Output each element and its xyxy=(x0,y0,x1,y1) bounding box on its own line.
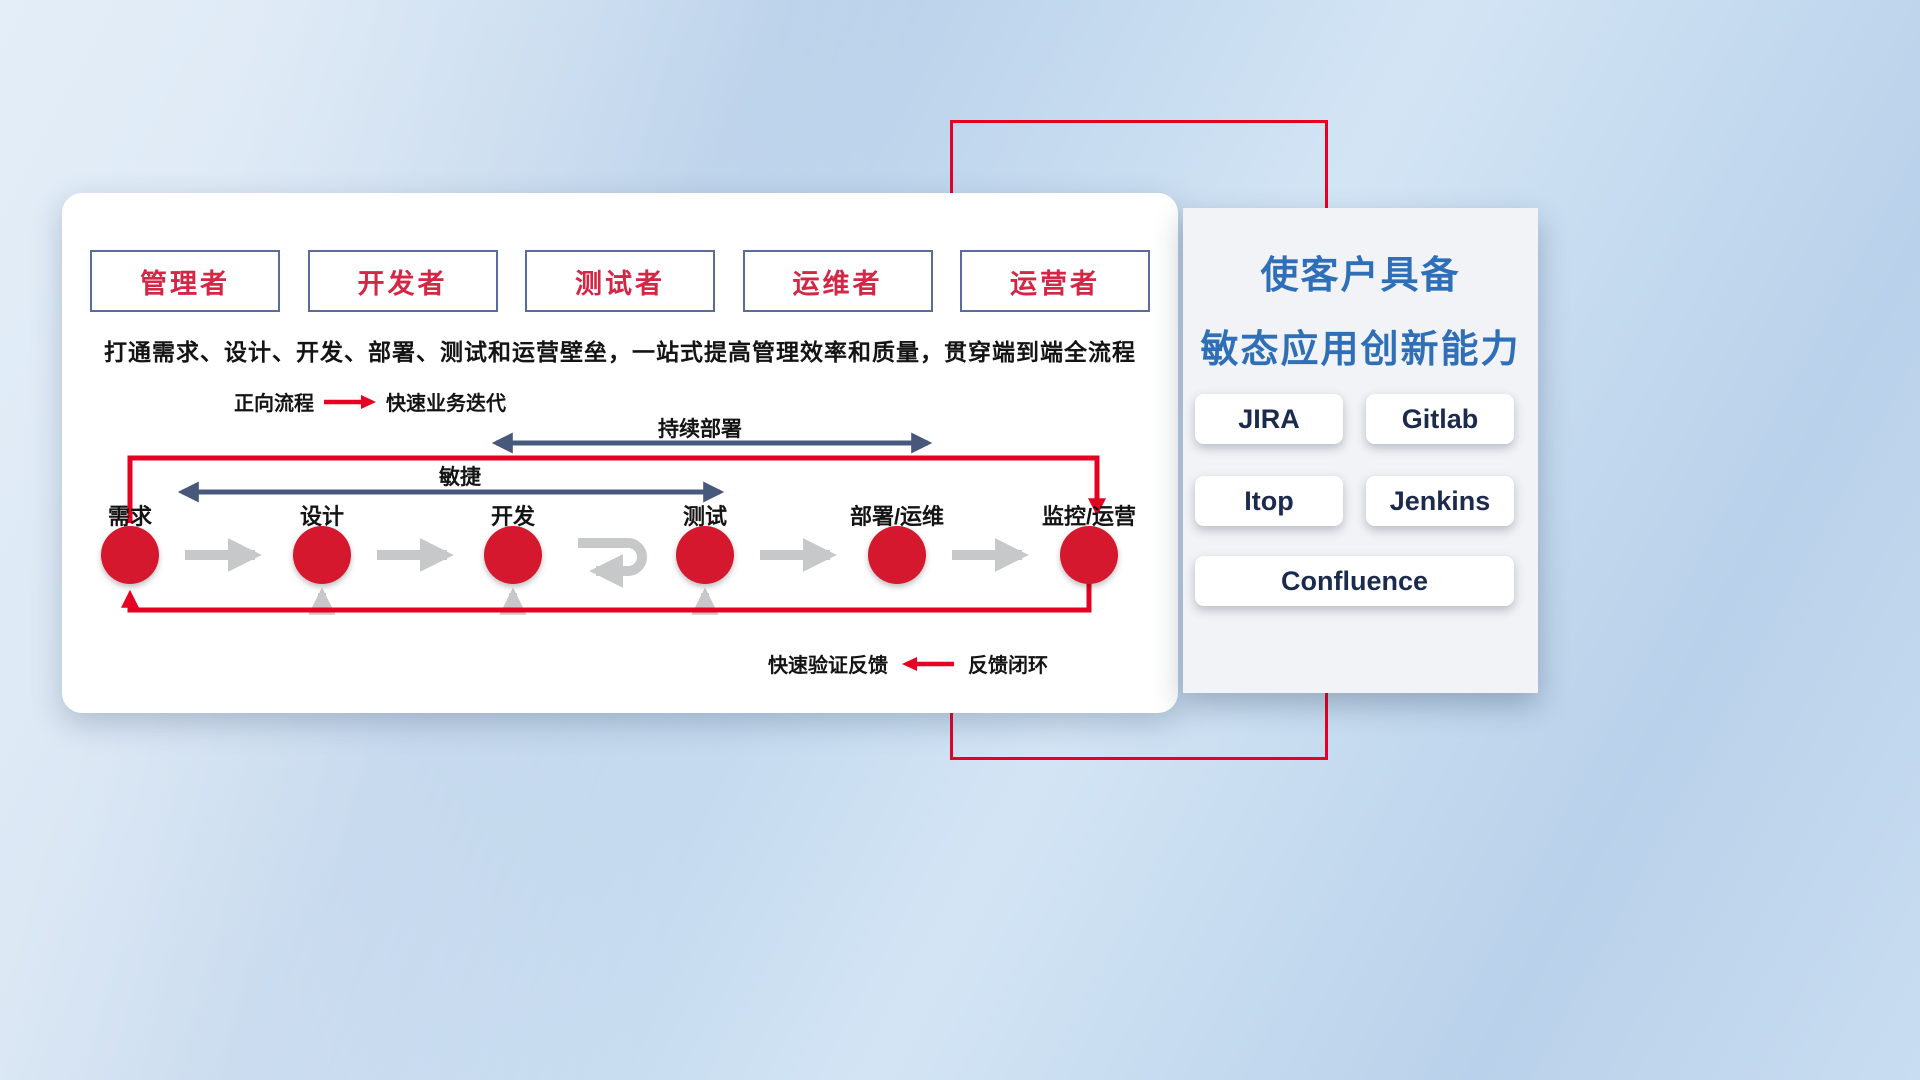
role-label-developer: 开发者 xyxy=(357,268,448,299)
iterate-loop-arrow-icon xyxy=(578,538,647,589)
stage-label-monitor-ops: 监控/运营 xyxy=(1041,504,1137,529)
capability-panel: 使客户具备 敏态应用创新能力 JIRA Gitlab Itop Jenkins … xyxy=(1183,208,1538,693)
tool-chip-gitlab: Gitlab xyxy=(1366,394,1514,444)
legend-forward-label: 正向流程 xyxy=(234,393,314,415)
red-loop-top xyxy=(127,455,1106,523)
agile-label: 敏捷 xyxy=(439,466,481,489)
tool-chip-jira: JIRA xyxy=(1195,394,1343,444)
stage-label-requirements: 需求 xyxy=(107,504,152,529)
flow-diagram xyxy=(101,432,1118,615)
feedback-arrow-icon xyxy=(902,656,954,671)
legend-feedback-label: 快速验证反馈 xyxy=(768,655,888,677)
role-label-operations: 运维者 xyxy=(792,268,883,299)
legend-feedback: 快速验证反馈 反馈闭环 xyxy=(768,649,1048,678)
stage-label-develop: 开发 xyxy=(490,504,535,529)
role-box-operations: 运维者 xyxy=(742,250,933,312)
stage-label-design: 设计 xyxy=(299,504,344,529)
legend-forward: 正向流程 快速业务迭代 xyxy=(234,387,506,416)
forward-arrow-icon xyxy=(324,394,376,409)
panel-title-line1: 使客户具备 xyxy=(1260,255,1461,297)
role-label-tester: 测试者 xyxy=(575,268,665,299)
node-test xyxy=(676,526,734,584)
stage-label-test: 测试 xyxy=(682,504,727,529)
continuous-deployment-label: 持续部署 xyxy=(658,418,742,441)
role-box-business-ops: 运营者 xyxy=(960,250,1150,312)
red-loop-bottom xyxy=(121,583,1092,613)
node-develop xyxy=(484,526,542,584)
role-label-business-ops: 运营者 xyxy=(1010,268,1100,299)
tool-chip-jenkins: Jenkins xyxy=(1366,476,1514,526)
role-box-tester: 测试者 xyxy=(525,250,715,312)
description-text: 打通需求、设计、开发、部署、测试和运营壁垒，一站式提高管理效率和质量，贯穿端到端… xyxy=(104,339,1136,365)
tool-chip-itop: Itop xyxy=(1195,476,1343,526)
node-design xyxy=(293,526,351,584)
tool-chip-confluence: Confluence xyxy=(1195,556,1514,606)
panel-title-line2: 敏态应用创新能力 xyxy=(1200,329,1521,371)
role-box-manager: 管理者 xyxy=(90,250,280,312)
stage-label-deploy-ops: 部署/运维 xyxy=(849,504,945,529)
node-deploy-ops xyxy=(868,526,926,584)
node-monitor-ops xyxy=(1060,526,1118,584)
legend-forward-value: 快速业务迭代 xyxy=(386,393,506,415)
devops-flow-card: 管理者 开发者 测试者 运维者 运营者 打通需求、设计、开发、部署、测试和运营壁… xyxy=(62,193,1178,713)
roles-row: 管理者 开发者 测试者 运维者 运营者 xyxy=(90,250,1150,312)
node-requirements xyxy=(101,526,159,584)
role-label-manager: 管理者 xyxy=(140,268,230,299)
role-box-developer: 开发者 xyxy=(307,250,498,312)
legend-feedback-value: 反馈闭环 xyxy=(968,655,1048,677)
